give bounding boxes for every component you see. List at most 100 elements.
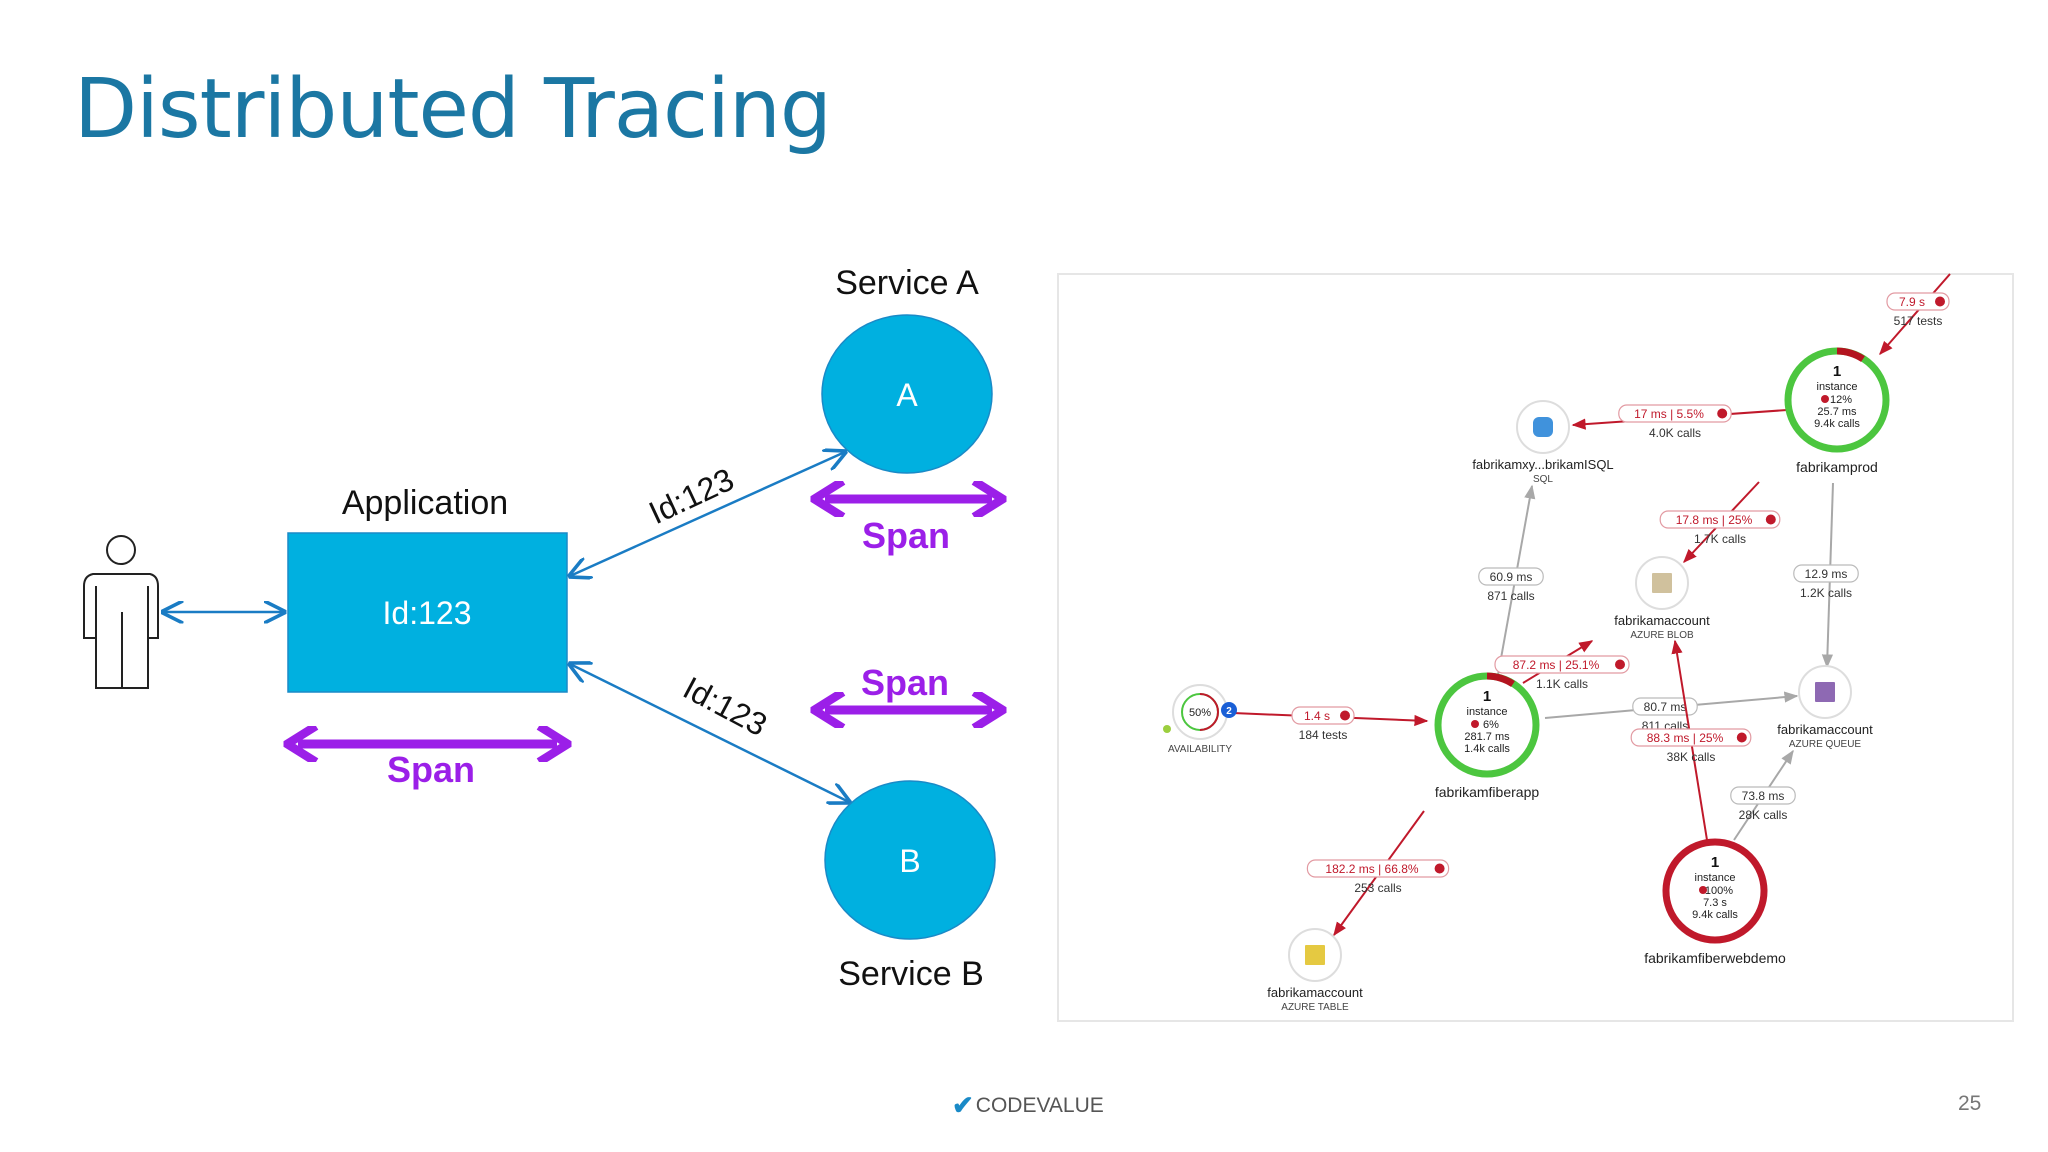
edge-metric-pill — [1630, 728, 1752, 747]
call-count: 1.4k calls — [1464, 743, 1510, 755]
slide-title: Distributed Tracing — [74, 62, 832, 157]
edge-metric: 17.8 ms | 25% — [1676, 513, 1753, 527]
link-b-id-label: Id:123 — [677, 670, 772, 744]
error-rate: 12% — [1830, 394, 1852, 406]
edge-metric: 7.9 s — [1899, 295, 1925, 309]
edge-fabrikamprod-sql[interactable]: 17 ms | 5.5%4.0K calls — [1571, 404, 1788, 440]
error-rate: 100% — [1705, 885, 1733, 897]
call-count: 9.4k calls — [1814, 418, 1860, 430]
availability-percent: 50% — [1189, 707, 1211, 719]
edge-fabrikamfiberapp-table[interactable]: 182.2 ms | 66.8%253 calls — [1306, 810, 1450, 937]
logo-check-icon: ✔ — [952, 1090, 974, 1120]
edge-count: 517 tests — [1894, 314, 1943, 328]
node-name: fabrikamfiberapp — [1435, 784, 1539, 800]
edge-fabrikamfiberwebdemo-queue[interactable]: 73.8 ms 28K calls — [1730, 749, 1796, 841]
health-ring — [1662, 838, 1768, 944]
edge-metric-pill — [1291, 706, 1355, 725]
codevalue-logo: ✔ CODEVALUE — [952, 1090, 1104, 1121]
node-name: fabrikamaccount — [1614, 613, 1710, 628]
application-label: Application — [342, 484, 508, 522]
page-number: 25 — [1958, 1092, 1982, 1115]
error-icon — [1935, 296, 1945, 307]
application-box — [287, 532, 568, 693]
app-map-edges: 7.9 s 517 tests 17 ms | 5.5%4.0K calls 17.8… — [1232, 273, 1951, 937]
alert-count: 2 — [1226, 706, 1232, 717]
queue-storage-icon — [1815, 682, 1835, 702]
service-a-label: Service A — [835, 264, 979, 302]
edge-metric: 80.7 ms — [1644, 700, 1687, 714]
edge-metric: 73.8 ms — [1742, 789, 1785, 803]
error-icon — [1821, 395, 1829, 403]
service-b-circle — [824, 780, 996, 940]
edge-metric-pill — [1494, 655, 1630, 674]
node-name: fabrikamaccount — [1267, 985, 1363, 1000]
duration: 281.7 ms — [1464, 731, 1510, 743]
edge-count: 38K calls — [1667, 750, 1716, 764]
edge-fabrikamfiberwebdemo-blob[interactable]: 88.3 ms | 25%38K calls — [1630, 639, 1752, 841]
sql-database-icon — [1533, 417, 1553, 437]
alert-badge — [1221, 702, 1237, 718]
edge-count: 1.7K calls — [1694, 532, 1746, 546]
error-icon — [1736, 732, 1747, 743]
edge-line — [1879, 273, 1951, 356]
edge-metric: 87.2 ms | 25.1% — [1513, 658, 1600, 672]
edge-external-fabrikamprod[interactable]: 7.9 s 517 tests — [1879, 273, 1951, 356]
table-storage-icon — [1305, 945, 1325, 965]
globe-icon — [1163, 725, 1171, 733]
span-label-service-b: Span — [861, 662, 949, 703]
application-id: Id:123 — [383, 595, 472, 631]
error-segment — [1486, 672, 1515, 688]
edge-metric-pill — [1886, 292, 1950, 311]
instance-count: 1 — [1711, 854, 1719, 871]
application-map-screenshot — [1057, 273, 2014, 1022]
instance-count: 1 — [1483, 688, 1491, 705]
node-sql[interactable]: fabrikamxy...brikamISQL SQL — [1472, 400, 1614, 485]
edge-count: 1.1K calls — [1536, 677, 1588, 691]
app-service-a-arrow — [570, 452, 845, 576]
edge-external-blob[interactable]: 17.8 ms | 25% 1.7K calls — [1659, 481, 1781, 564]
service-a-text: A — [896, 377, 918, 413]
edge-count: 4.0K calls — [1649, 426, 1701, 440]
node-type: AZURE BLOB — [1630, 630, 1694, 641]
duration: 25.7 ms — [1817, 406, 1857, 418]
person-icon — [83, 535, 159, 689]
edge-fabrikamprod-queue[interactable]: 12.9 ms1.2K calls — [1793, 482, 1859, 669]
instance-unit: instance — [1467, 706, 1508, 718]
error-icon — [1434, 863, 1445, 874]
edge-metric-pill — [1659, 510, 1781, 529]
edge-count: 28K calls — [1739, 808, 1788, 822]
instance-unit: instance — [1695, 872, 1736, 884]
error-icon — [1765, 514, 1776, 525]
edge-metric-pill — [1618, 404, 1732, 423]
node-name: fabrikamfiberwebdemo — [1644, 950, 1786, 966]
edge-metric-pill — [1793, 564, 1859, 583]
node-name: fabrikamxy...brikamISQL — [1472, 457, 1613, 472]
edge-metric: 60.9 ms — [1490, 570, 1533, 584]
app-service-b-arrow — [570, 664, 849, 802]
edge-metric-pill — [1306, 859, 1450, 878]
call-count: 9.4k calls — [1692, 909, 1738, 921]
instance-count: 1 — [1833, 363, 1841, 380]
node-type: SQL — [1533, 474, 1553, 485]
service-a-circle — [821, 314, 993, 474]
error-rate: 6% — [1483, 719, 1499, 731]
edge-fabrikamfiberapp-blob[interactable]: 87.2 ms | 25.1% 1.1K calls — [1494, 640, 1630, 691]
error-icon — [1615, 659, 1625, 670]
error-icon — [1699, 886, 1707, 894]
edge-metric-pill — [1730, 786, 1796, 805]
blob-storage-icon — [1652, 573, 1672, 593]
span-label-service-a: Span — [862, 515, 950, 556]
node-type: AZURE QUEUE — [1789, 739, 1862, 750]
edge-metric: 182.2 ms | 66.8% — [1325, 862, 1419, 876]
